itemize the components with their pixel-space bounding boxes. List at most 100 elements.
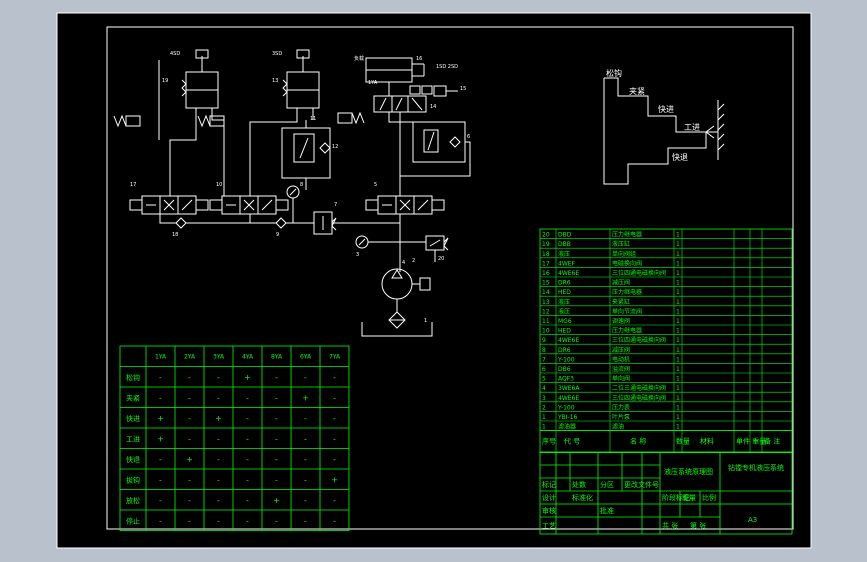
action-cell: - <box>246 475 249 484</box>
circuit-label-c-3: 3 <box>356 252 359 258</box>
parts-cell-qty: 1 <box>676 280 680 287</box>
action-cell: - <box>246 434 249 443</box>
circuit-label-c-15: 15 <box>460 86 466 92</box>
parts-cell-code: 4WE6E <box>558 337 579 344</box>
parts-cell-no: 14 <box>542 289 550 296</box>
action-cell: - <box>333 516 336 525</box>
parts-cell-name: 压力继电器 <box>612 231 642 239</box>
parts-cell-qty: 1 <box>676 260 680 267</box>
action-cell: - <box>246 496 249 505</box>
action-cell: + <box>215 414 222 423</box>
parts-cell-no: 7 <box>542 356 546 363</box>
action-cell: - <box>217 434 220 443</box>
action-table-header: 3YA <box>213 353 225 360</box>
action-cell: - <box>304 434 307 443</box>
action-cell: - <box>246 516 249 525</box>
action-cell: - <box>188 516 191 525</box>
circuit-label-c-load: 负载 <box>354 55 364 62</box>
parts-cell-name: 减压阀 <box>612 346 630 354</box>
cycle-step-2: 快进 <box>658 104 674 114</box>
action-cell: - <box>188 434 191 443</box>
parts-cell-code: YBI-16 <box>557 414 578 421</box>
check-valve-9 <box>275 217 287 229</box>
parts-cell-no: 9 <box>542 337 546 344</box>
action-cell: - <box>275 475 278 484</box>
parts-cell-code: 4WE6E <box>558 270 579 277</box>
action-row-label: 快退 <box>126 455 140 464</box>
action-table-header: 7YA <box>329 353 341 360</box>
parts-cell-name: 电动机 <box>612 355 630 363</box>
action-cell: - <box>159 393 162 402</box>
parts-header-code: 代 号 <box>564 437 580 446</box>
cycle-step-3: 工进 <box>684 123 700 132</box>
circuit-label-c-1: 1 <box>424 318 427 324</box>
action-cell: - <box>217 516 220 525</box>
action-cell: - <box>333 496 336 505</box>
parts-header-material: 材料 <box>700 437 714 446</box>
action-cell: - <box>217 455 220 464</box>
parts-cell-qty: 1 <box>676 395 680 402</box>
circuit-label-c-8: 8 <box>300 182 303 188</box>
circuit-label-c-4sd: 4SD <box>170 51 180 57</box>
check-valve-18b <box>175 217 187 229</box>
title-block-text: 液压系统原理图 钻镗专机液压系统 A3 设计 标准化 审核 工艺 批准 阶段标记… <box>542 463 784 530</box>
parts-cell-no: 1 <box>542 414 546 421</box>
parts-cell-name: 三位四通电磁换向阀 <box>612 269 666 277</box>
pump-2 <box>381 268 413 300</box>
parts-cell-code: HED <box>558 328 571 335</box>
parts-cell-code: 液压 <box>558 307 570 315</box>
hydraulic-circuit <box>113 49 471 337</box>
action-cell: - <box>333 414 336 423</box>
action-cell: + <box>186 455 193 464</box>
drawing-sheet <box>57 13 811 548</box>
action-cell: - <box>275 434 278 443</box>
parts-list-header-row <box>539 430 793 454</box>
action-cell: - <box>159 496 162 505</box>
action-cell: - <box>159 516 162 525</box>
tb-label-stage: 阶段标记 <box>662 493 690 502</box>
circuit-label-c-12: 12 <box>332 144 338 150</box>
action-cell: - <box>188 414 191 423</box>
tb-label-approve: 批准 <box>600 506 614 515</box>
action-row-label: 工进 <box>126 435 140 443</box>
parts-cell-no: 1 <box>542 424 546 431</box>
tank <box>361 322 433 337</box>
parts-cell-code: 4WEF <box>558 260 576 267</box>
action-cell: - <box>246 455 249 464</box>
cycle-step-4: 快退 <box>672 152 688 162</box>
drawing-title: 液压系统原理图 <box>664 467 713 476</box>
parts-cell-qty: 1 <box>676 347 680 354</box>
parts-cell-code: 滤油器 <box>558 423 576 431</box>
action-cell: + <box>331 475 338 484</box>
action-cell: - <box>217 373 220 382</box>
parts-cell-no: 4 <box>542 385 546 392</box>
tb-label-sheet: 第 张 <box>690 521 706 530</box>
parts-cell-no: 8 <box>542 347 546 354</box>
action-cell: - <box>304 496 307 505</box>
action-cell: - <box>188 496 191 505</box>
parts-cell-no: 17 <box>542 260 550 267</box>
parts-cell-code: 4WE6E <box>558 395 579 402</box>
action-table-border <box>119 345 350 531</box>
action-row-label: 停止 <box>126 516 140 525</box>
parts-cell-qty: 1 <box>676 241 680 248</box>
action-cell: - <box>188 393 191 402</box>
parts-cell-qty: 1 <box>676 376 680 383</box>
circuit-label-c-7ya: 1YA <box>368 80 378 86</box>
parts-cell-no: 19 <box>542 241 550 248</box>
parts-cell-no: 5 <box>542 376 546 383</box>
parts-header-weight: 单件 重量 <box>736 437 766 446</box>
action-cell: - <box>333 393 336 402</box>
action-row-label: 松钩 <box>126 373 140 382</box>
tb-label-scale: 比例 <box>702 493 716 502</box>
parts-cell-qty: 1 <box>676 337 680 344</box>
parts-cell-qty: 1 <box>676 299 680 306</box>
valve-14 <box>373 95 427 113</box>
tb-label-design: 设计 <box>542 493 556 502</box>
parts-cell-name: 电磁换向阀 <box>612 259 642 267</box>
parts-cell-name: 减压阀 <box>612 279 630 287</box>
parts-cell-no: 13 <box>542 299 550 306</box>
